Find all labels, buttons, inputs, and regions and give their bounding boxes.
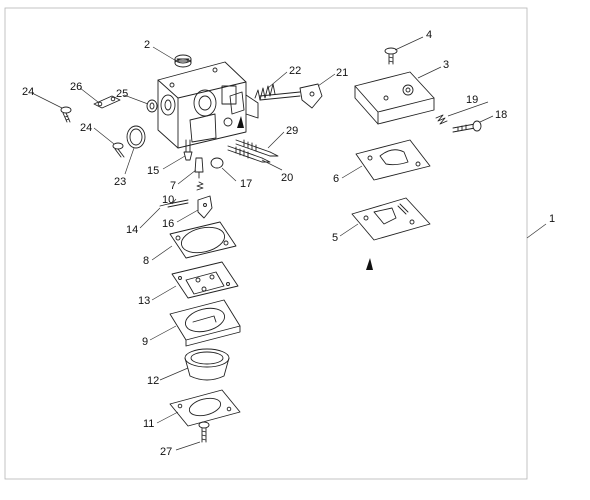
part-spring-small — [196, 181, 204, 191]
callout-11: 11 — [143, 418, 154, 430]
part-4-screw — [384, 47, 398, 65]
callout-26: 26 — [70, 81, 82, 93]
part-9-cover — [169, 299, 241, 347]
callout-27: 27 — [160, 446, 172, 458]
callout-5: 5 — [332, 232, 338, 244]
part-17-washer — [210, 157, 224, 169]
part-carburetor-body — [157, 61, 259, 149]
callout-7: 7 — [170, 180, 176, 192]
callout-1: 1 — [549, 213, 555, 225]
callout-9: 9 — [142, 336, 148, 348]
part-19-spring — [435, 114, 448, 125]
callout-19: 19 — [466, 94, 478, 106]
part-29-needle — [235, 139, 279, 157]
callout-16: 16 — [162, 218, 174, 230]
callout-4: 4 — [426, 29, 432, 41]
diagram-frame — [4, 7, 528, 480]
part-3-pump-cover — [354, 71, 435, 125]
part-20-needle — [227, 145, 271, 163]
part-18-screw — [452, 120, 482, 133]
part-5-diaphragm — [351, 197, 431, 241]
callout-3: 3 — [443, 59, 449, 71]
part-24-screw-upper — [60, 106, 72, 123]
callout-14: 14 — [126, 224, 138, 236]
callout-25: 25 — [116, 88, 128, 100]
part-8-gasket — [169, 221, 237, 259]
part-25-plug — [146, 99, 158, 113]
callout-2: 2 — [144, 39, 150, 51]
part-21-throttle-shaft — [259, 83, 323, 109]
direction-arrow-upper — [237, 116, 244, 128]
callout-15: 15 — [147, 165, 159, 177]
part-12-cup — [184, 348, 230, 381]
part-15-needle-valve — [183, 139, 193, 161]
part-26-plate — [93, 95, 121, 109]
part-10-pin — [167, 199, 189, 208]
callout-10: 10 — [162, 194, 174, 206]
callout-21: 21 — [336, 67, 348, 79]
leader-lines — [31, 36, 547, 451]
part-11-plate — [169, 389, 241, 427]
callout-8: 8 — [143, 255, 149, 267]
part-27-screw — [198, 421, 210, 443]
part-13-diaphragm — [171, 261, 239, 299]
callout-6: 6 — [333, 173, 339, 185]
part-7-inlet-needle — [194, 157, 204, 179]
part-2-spring-cap — [174, 54, 192, 68]
part-23-disc — [126, 125, 146, 149]
callout-24-lower: 24 — [80, 122, 92, 134]
callout-20: 20 — [281, 172, 293, 184]
callout-22: 22 — [289, 65, 301, 77]
part-16-lever — [197, 195, 213, 219]
part-6-gasket — [355, 139, 431, 181]
callout-23: 23 — [114, 176, 126, 188]
callout-13: 13 — [138, 295, 150, 307]
callout-24-upper: 24 — [22, 86, 34, 98]
part-24-screw-lower — [112, 142, 125, 158]
part-14-wire — [159, 203, 169, 207]
part-22-spring — [254, 83, 276, 101]
callout-12: 12 — [147, 375, 159, 387]
callout-29: 29 — [286, 125, 298, 137]
callout-18: 18 — [495, 109, 507, 121]
direction-arrow-lower — [366, 258, 373, 270]
callout-17: 17 — [240, 178, 252, 190]
callout-labels: 1 2 3 4 5 6 7 8 9 10 11 12 13 14 15 16 1… — [22, 29, 555, 458]
